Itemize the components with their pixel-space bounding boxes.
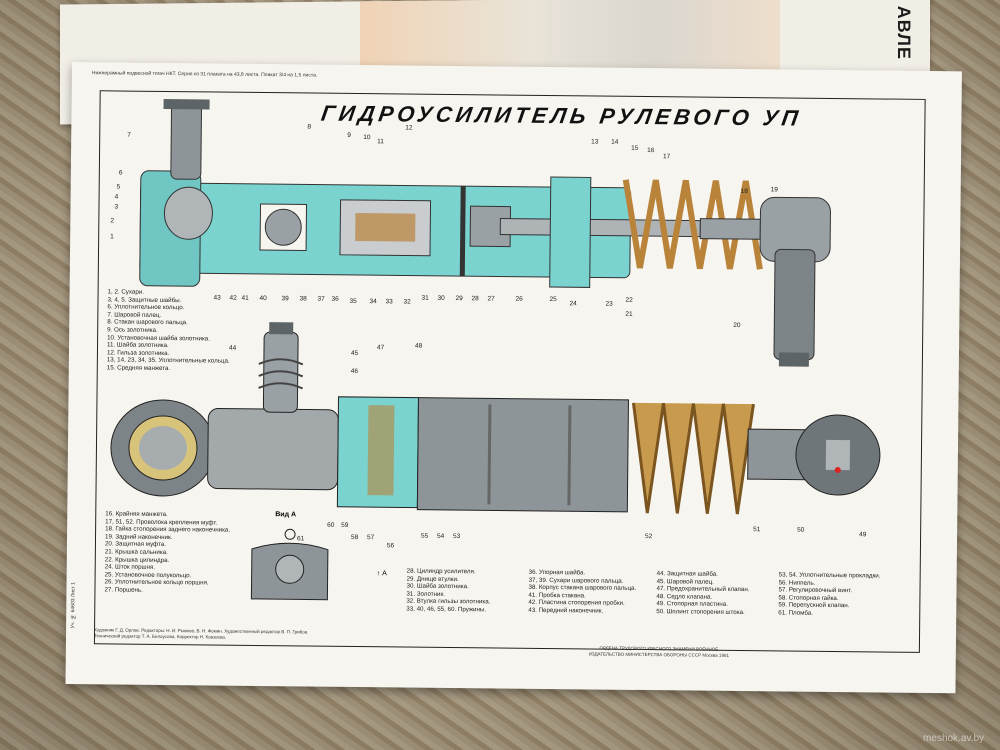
callout-number: 40 xyxy=(259,295,267,302)
legend-col-5: 53, 54. Уплотнительные прокладки. 56. Ни… xyxy=(778,571,880,618)
callout-number: 61 xyxy=(297,535,305,542)
callout-number: 5 xyxy=(117,183,121,190)
callout-number: 14 xyxy=(611,139,619,146)
callout-number: 3 xyxy=(114,203,118,210)
callout-number: 29 xyxy=(456,295,464,302)
callout-number: 8 xyxy=(307,123,311,130)
callout-number: 1 xyxy=(110,233,114,240)
callout-number: 27 xyxy=(488,295,496,302)
poster: Нижнерамный подвесной тягач НКТ. Серия и… xyxy=(65,62,962,694)
view-a-arrow: ↑ А xyxy=(376,570,387,578)
callout-number: 4 xyxy=(115,193,119,200)
callout-number: 57 xyxy=(367,534,375,541)
callout-number: 10 xyxy=(363,134,371,141)
legend-col-4: 44. Защитная шайба. 45. Шаровой палец. 4… xyxy=(656,570,749,617)
legend-entry: 15. Средняя манжета. xyxy=(106,364,171,372)
legend-col-1: 16. Крайняя манжета. 17, 51, 52. Проволо… xyxy=(104,510,230,595)
legend-col-3: 36. Упорная шайба. 37, 39. Сухари шарово… xyxy=(528,569,636,616)
callout-number: 26 xyxy=(516,296,524,303)
callout-number: 59 xyxy=(341,522,349,529)
callout-number: 50 xyxy=(797,527,805,534)
callout-number: 51 xyxy=(753,526,761,533)
callout-number: 53 xyxy=(453,533,461,540)
poster-publisher: ОРДЕНА ТРУДОВОГО КРАСНОГО ЗНАМЕНИ ВОЕННО… xyxy=(588,645,729,658)
callout-number: 35 xyxy=(349,298,357,305)
callout-number: 44 xyxy=(229,345,237,352)
legend-col-2: 28. Цилиндр усилителя. 29. Днище втулки.… xyxy=(406,568,491,614)
callout-number: 43 xyxy=(213,294,221,301)
view-a-arrow-label: А xyxy=(382,570,387,578)
callout-number: 28 xyxy=(472,295,480,302)
callout-number: 11 xyxy=(377,138,384,145)
callout-number: 45 xyxy=(351,350,359,357)
legend-entry: 33, 40, 46, 55, 60. Пружины. xyxy=(406,605,487,614)
callout-number: 47 xyxy=(377,344,385,351)
callout-number: 16 xyxy=(647,147,655,154)
legend-entry: 43. Передний наконечник. xyxy=(528,606,604,615)
callout-number: 42 xyxy=(229,295,237,302)
callout-number: 54 xyxy=(437,533,445,540)
watermark: meshok.av.by xyxy=(923,733,984,744)
callout-number: 39 xyxy=(281,295,289,302)
lower-exterior-view xyxy=(110,322,881,515)
callout-number: 33 xyxy=(385,298,393,305)
callout-number: 17 xyxy=(663,153,671,160)
callout-number: 23 xyxy=(605,301,613,308)
callout-number: 49 xyxy=(859,531,867,538)
callout-number: 24 xyxy=(569,300,577,307)
legend-entry: 27. Поршень. xyxy=(104,586,143,594)
callout-number: 36 xyxy=(331,296,339,303)
callout-number: 2 xyxy=(110,217,114,224)
callout-number: 9 xyxy=(347,132,351,139)
view-a-label: Вид А xyxy=(275,511,297,519)
callout-number: 38 xyxy=(299,295,307,302)
callout-number: 30 xyxy=(438,295,446,302)
callout-number: 41 xyxy=(241,295,249,302)
upper-cutaway xyxy=(139,98,831,367)
callout-number: 37 xyxy=(317,296,325,303)
callout-number: 31 xyxy=(422,295,430,302)
callout-number: 60 xyxy=(327,522,335,529)
callout-number: 58 xyxy=(351,534,359,541)
callout-number: 21 xyxy=(625,311,633,318)
callout-number: 13 xyxy=(591,138,599,145)
callout-number: 32 xyxy=(403,298,411,305)
callout-number: 34 xyxy=(369,298,377,305)
callout-number: 55 xyxy=(421,533,429,540)
legend-entry: 50. Шплинт стопорения штока. xyxy=(656,608,745,617)
legend-top: 1, 2. Сухари. 3, 4, 5. Защитные шайбы. 6… xyxy=(107,288,231,373)
callout-number: 20 xyxy=(733,322,741,329)
view-a-detail xyxy=(250,528,329,601)
callout-number: 56 xyxy=(387,542,395,549)
callout-number: 19 xyxy=(771,186,779,193)
callout-number: 12 xyxy=(405,124,413,131)
legend-entry: 61. Пломба. xyxy=(778,609,813,617)
callout-number: 15 xyxy=(631,145,639,152)
callout-number: 48 xyxy=(415,343,423,350)
callout-number: 6 xyxy=(119,169,123,176)
callout-number: 18 xyxy=(741,188,749,195)
callout-number: 7 xyxy=(127,132,131,139)
callout-number: 46 xyxy=(351,368,359,375)
callout-number: 25 xyxy=(550,296,558,303)
callout-number: 22 xyxy=(625,297,633,304)
callout-number: 52 xyxy=(645,533,653,540)
